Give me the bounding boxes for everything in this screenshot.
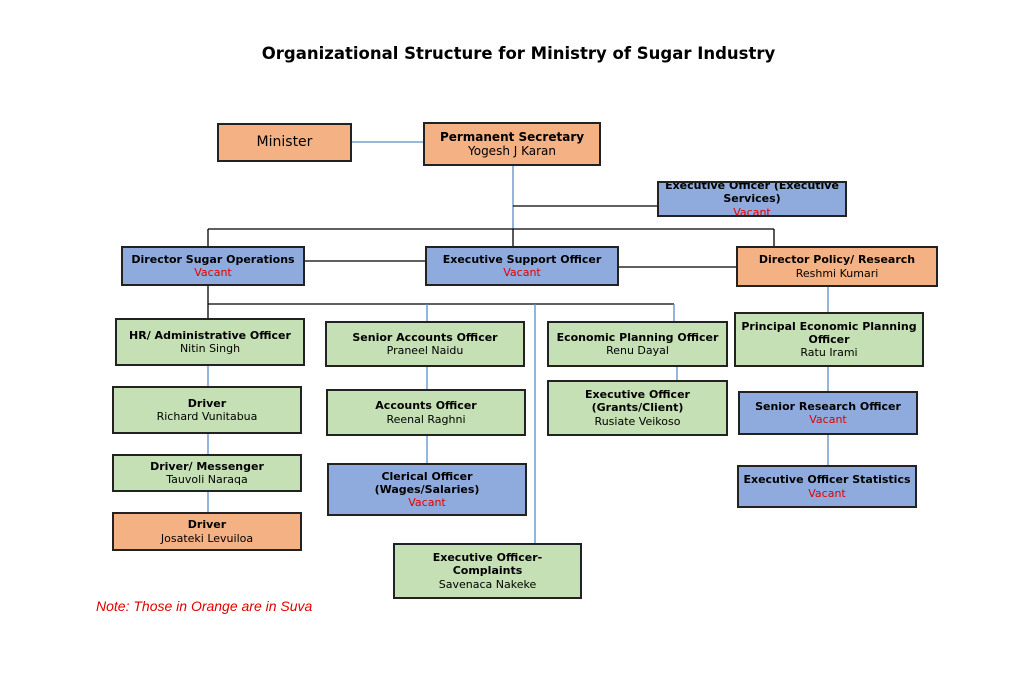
exec-officer-statistics-box: Executive Officer Statistics Vacant xyxy=(737,465,917,508)
footnote: Note: Those in Orange are in Suva xyxy=(96,598,313,614)
exec-officer-grants-box: Executive Officer (Grants/Client) Rusiat… xyxy=(547,380,728,436)
exec-officer-complaints-role: Executive Officer- Complaints xyxy=(432,551,543,578)
driver-2-box: Driver Josateki Levuiloa xyxy=(112,512,302,551)
driver-1-box: Driver Richard Vunitabua xyxy=(112,386,302,434)
accounts-officer-box: Accounts Officer Reenal Raghni xyxy=(326,389,526,436)
exec-officer-complaints-person: Savenaca Nakeke xyxy=(438,577,537,591)
economic-planning-officer-box: Economic Planning Officer Renu Dayal xyxy=(547,321,728,367)
hr-admin-officer-box: HR/ Administrative Officer Nitin Singh xyxy=(115,318,305,366)
principal-econ-planning-officer-person: Ratu Irami xyxy=(800,346,858,360)
senior-research-officer-box: Senior Research Officer Vacant xyxy=(738,391,918,435)
senior-accounts-officer-person: Praneel Naidu xyxy=(386,344,464,357)
director-policy-person: Reshmi Kumari xyxy=(795,266,879,280)
exec-officer-grants-person: Rusiate Veikoso xyxy=(594,414,681,428)
exec-support-officer-role: Executive Support Officer xyxy=(442,252,602,266)
exec-officer-statistics-role: Executive Officer Statistics xyxy=(743,473,911,487)
economic-planning-officer-person: Renu Dayal xyxy=(606,344,669,357)
hr-admin-officer-person: Nitin Singh xyxy=(179,342,241,355)
minister-role: Minister xyxy=(256,134,313,151)
director-sugar-ops-role: Director Sugar Operations xyxy=(131,252,295,266)
driver-messenger-person: Tauvoli Naraqa xyxy=(166,473,248,486)
driver-messenger-box: Driver/ Messenger Tauvoli Naraqa xyxy=(112,454,302,492)
senior-accounts-officer-box: Senior Accounts Officer Praneel Naidu xyxy=(325,321,525,367)
principal-econ-planning-officer-role: Principal Economic Planning Officer xyxy=(741,319,917,346)
director-policy-role: Director Policy/ Research xyxy=(758,253,916,267)
exec-officer-complaints-box: Executive Officer- Complaints Savenaca N… xyxy=(393,543,582,599)
exec-officer-services-vacant: Vacant xyxy=(733,205,771,217)
exec-support-officer-vacant: Vacant xyxy=(503,266,541,279)
clerical-officer-box: Clerical Officer (Wages/Salaries) Vacant xyxy=(327,463,527,516)
clerical-officer-role: Clerical Officer (Wages/Salaries) xyxy=(374,469,480,496)
clerical-officer-vacant: Vacant xyxy=(408,496,446,510)
exec-officer-services-role: Executive Officer (Executive Services) xyxy=(665,181,839,206)
driver-1-person: Richard Vunitabua xyxy=(156,410,258,423)
permanent-secretary-person: Yogesh J Karan xyxy=(467,144,556,158)
permanent-secretary-role: Permanent Secretary xyxy=(439,129,585,144)
hr-admin-officer-role: HR/ Administrative Officer xyxy=(129,328,291,342)
economic-planning-officer-role: Economic Planning Officer xyxy=(556,330,719,344)
principal-econ-planning-officer-box: Principal Economic Planning Officer Ratu… xyxy=(734,312,924,367)
director-sugar-ops-vacant: Vacant xyxy=(194,266,232,279)
driver-1-role: Driver xyxy=(187,396,227,410)
minister-box: Minister xyxy=(217,123,352,162)
director-policy-box: Director Policy/ Research Reshmi Kumari xyxy=(736,246,938,287)
driver-messenger-role: Driver/ Messenger xyxy=(150,459,264,473)
senior-accounts-officer-role: Senior Accounts Officer xyxy=(352,330,498,344)
exec-officer-statistics-vacant: Vacant xyxy=(808,486,846,500)
chart-title: Organizational Structure for Ministry of… xyxy=(261,44,776,63)
driver-2-role: Driver xyxy=(187,518,227,532)
senior-research-officer-role: Senior Research Officer xyxy=(755,399,901,413)
driver-2-person: Josateki Levuiloa xyxy=(160,531,254,545)
accounts-officer-role: Accounts Officer xyxy=(375,399,477,413)
permanent-secretary-box: Permanent Secretary Yogesh J Karan xyxy=(423,122,601,166)
accounts-officer-person: Reenal Raghni xyxy=(386,412,466,426)
senior-research-officer-vacant: Vacant xyxy=(809,413,847,426)
director-sugar-ops-box: Director Sugar Operations Vacant xyxy=(121,246,305,286)
exec-officer-services-box: Executive Officer (Executive Services) V… xyxy=(657,181,847,217)
exec-officer-grants-role: Executive Officer (Grants/Client) xyxy=(585,388,690,415)
exec-support-officer-box: Executive Support Officer Vacant xyxy=(425,246,619,286)
